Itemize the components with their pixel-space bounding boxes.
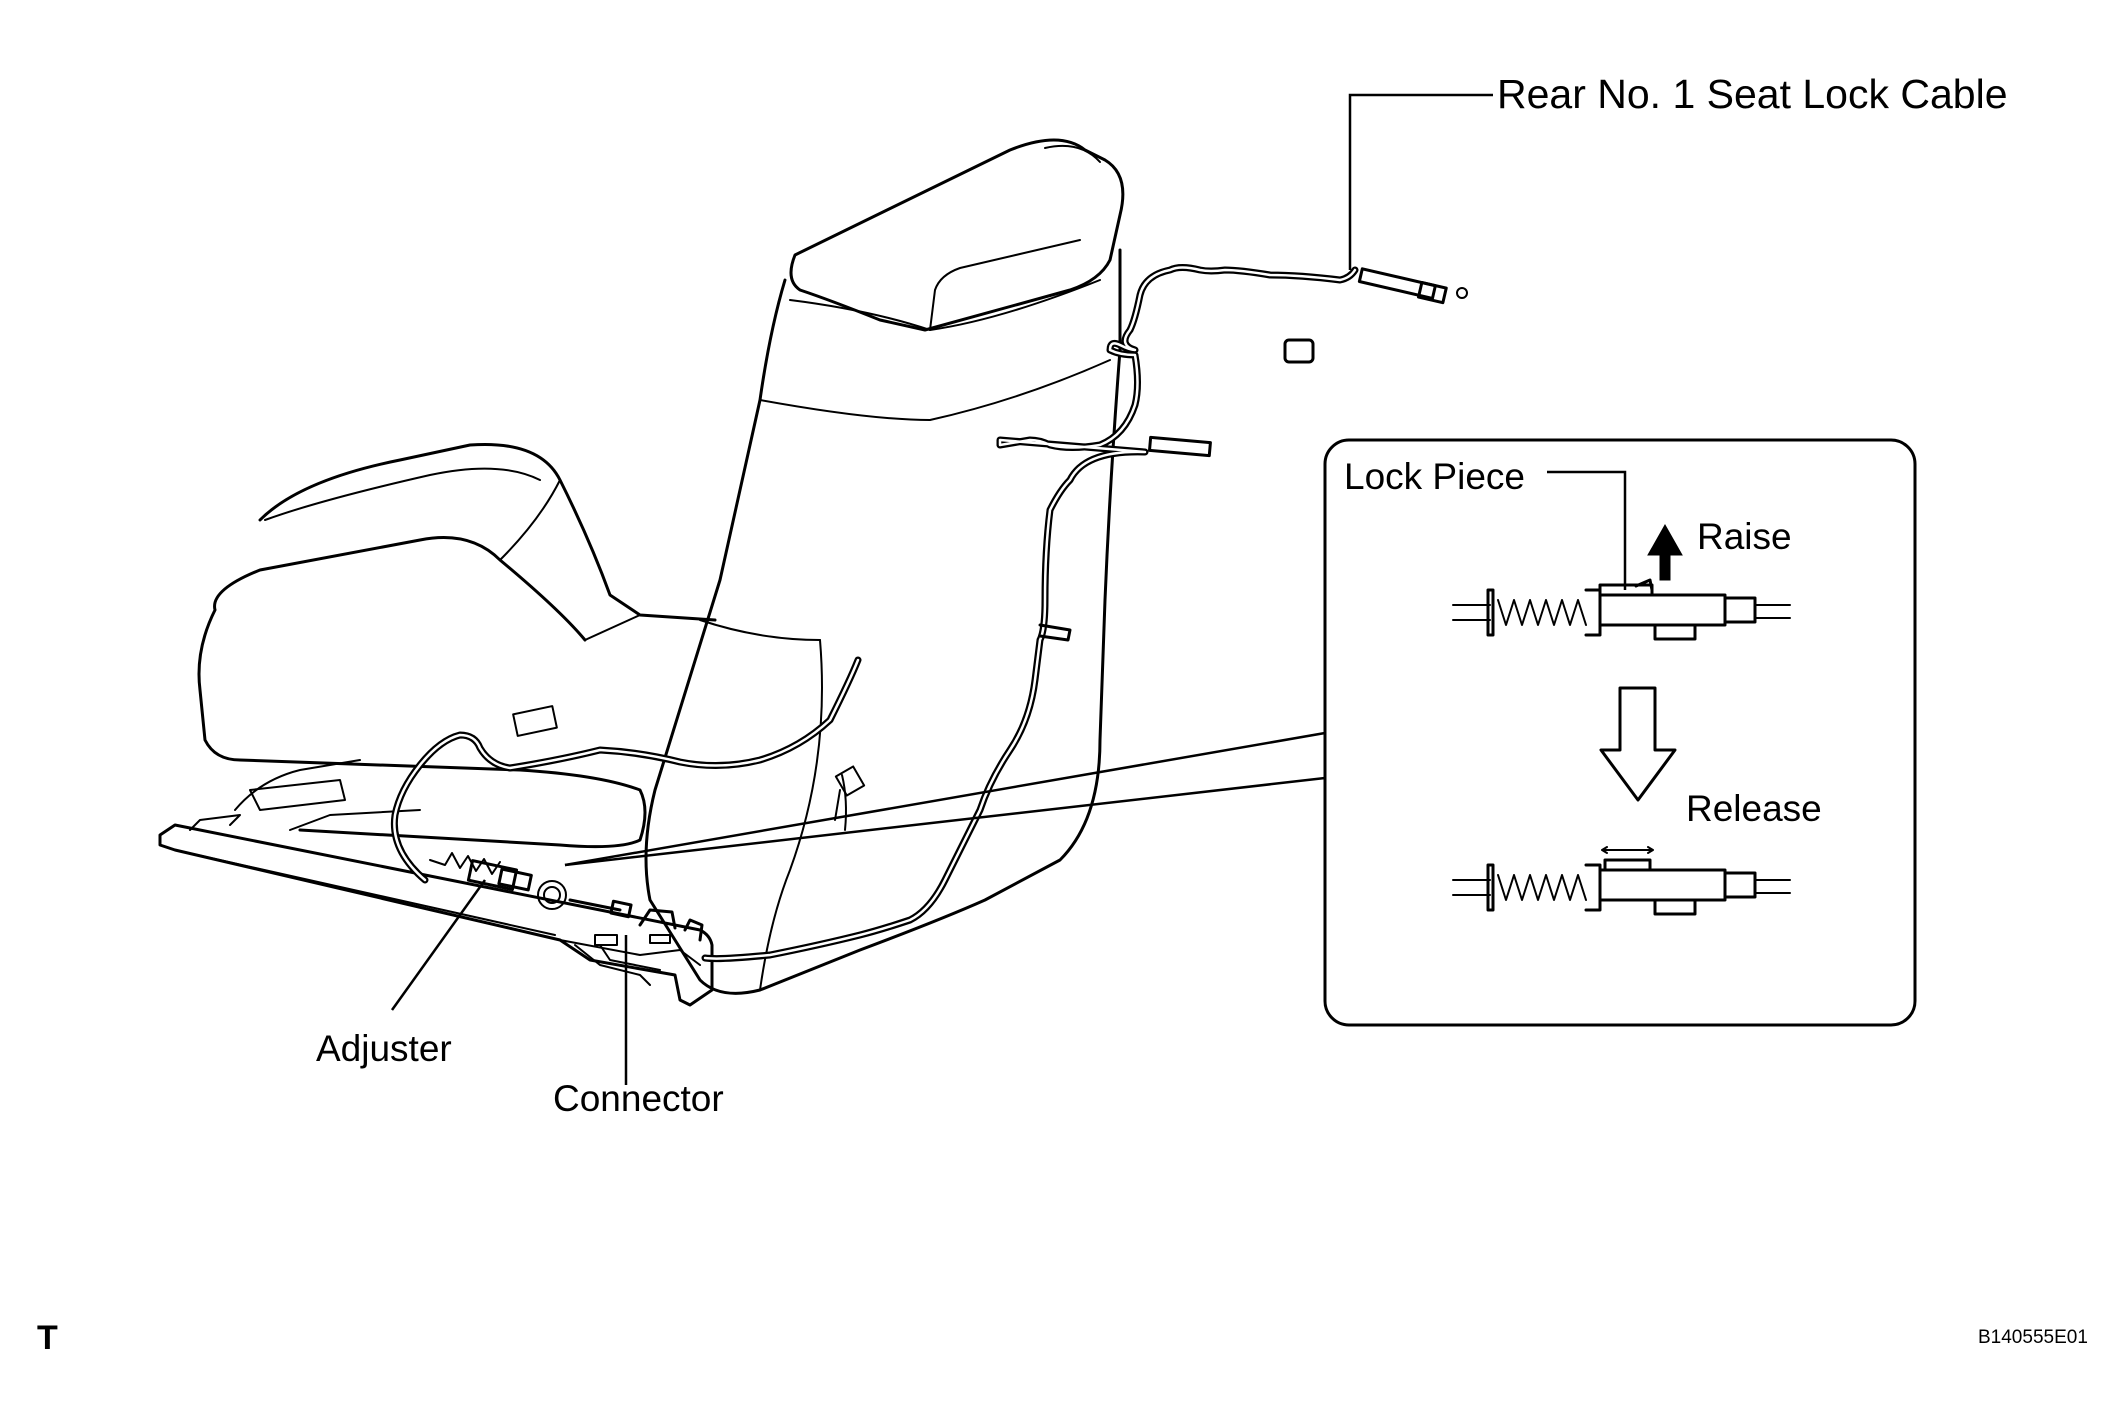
rail-cable-assembly (429, 852, 704, 946)
zoom-callout-lines (564, 731, 1326, 867)
raise-label: Raise (1697, 516, 1792, 557)
connector-label: Connector (553, 1078, 724, 1119)
corner-mark: T (37, 1319, 58, 1357)
seat-headrest (789, 138, 1125, 332)
seat-cushion (197, 442, 717, 849)
seat-rail (158, 759, 714, 1007)
release-label: Release (1686, 788, 1822, 829)
raise-arrow (1647, 523, 1683, 581)
seat-illustration (197, 138, 1125, 995)
release-arrow (1599, 686, 1677, 802)
mechanism-released (1452, 846, 1791, 916)
label-leaders (390, 93, 1493, 1085)
seat-back (644, 248, 1122, 995)
rear-no1-seat-lock-cable (390, 264, 1468, 963)
mechanism-raised (1452, 578, 1791, 641)
rear-cable-label: Rear No. 1 Seat Lock Cable (1497, 71, 2008, 117)
adjuster-label: Adjuster (316, 1028, 452, 1069)
lock-piece-label: Lock Piece (1344, 456, 1525, 497)
figure-id: B140555E01 (1978, 1327, 2088, 1348)
lock-piece-inset (1323, 438, 1917, 1027)
